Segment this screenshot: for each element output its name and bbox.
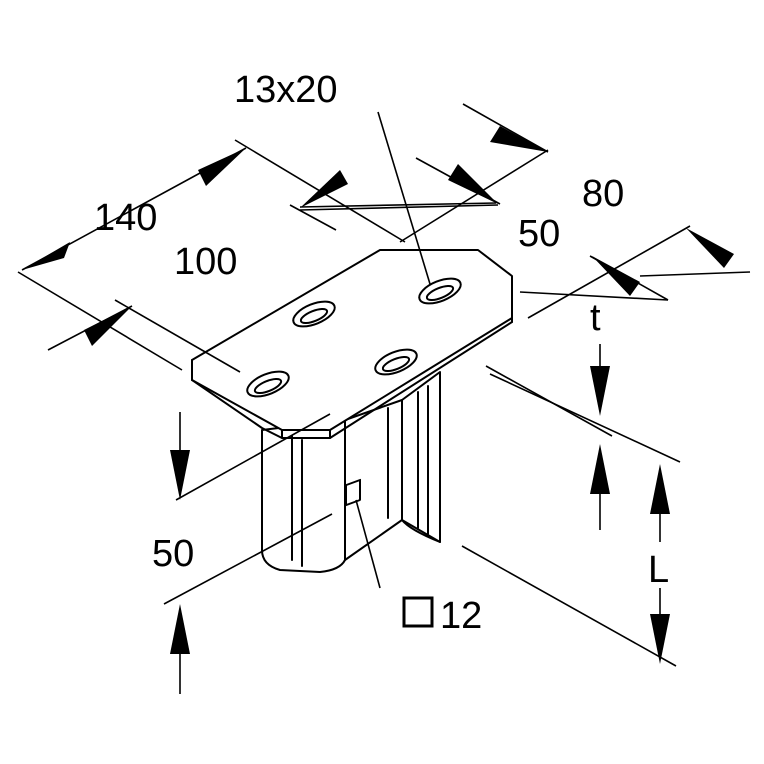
dimension-arrows bbox=[22, 126, 734, 694]
slot bbox=[418, 277, 462, 305]
overall-length-label: 140 bbox=[94, 197, 157, 239]
overall-width-label: 80 bbox=[582, 173, 624, 215]
length-L-label: L bbox=[648, 549, 669, 591]
thickness-label: t bbox=[590, 297, 601, 339]
inner-width-label: 50 bbox=[518, 213, 560, 255]
slot-size-label: 13x20 bbox=[234, 69, 338, 111]
inner-length-label: 100 bbox=[174, 241, 237, 283]
mounting-plate bbox=[191, 249, 513, 439]
vertical-profile bbox=[261, 371, 441, 573]
slot bbox=[292, 300, 336, 328]
slot bbox=[246, 370, 290, 398]
square-hole-label: 12 bbox=[440, 595, 482, 637]
slot bbox=[374, 348, 418, 376]
square-hole bbox=[345, 478, 361, 507]
profile-height-label: 50 bbox=[152, 533, 194, 575]
square-symbol-icon bbox=[402, 596, 434, 628]
